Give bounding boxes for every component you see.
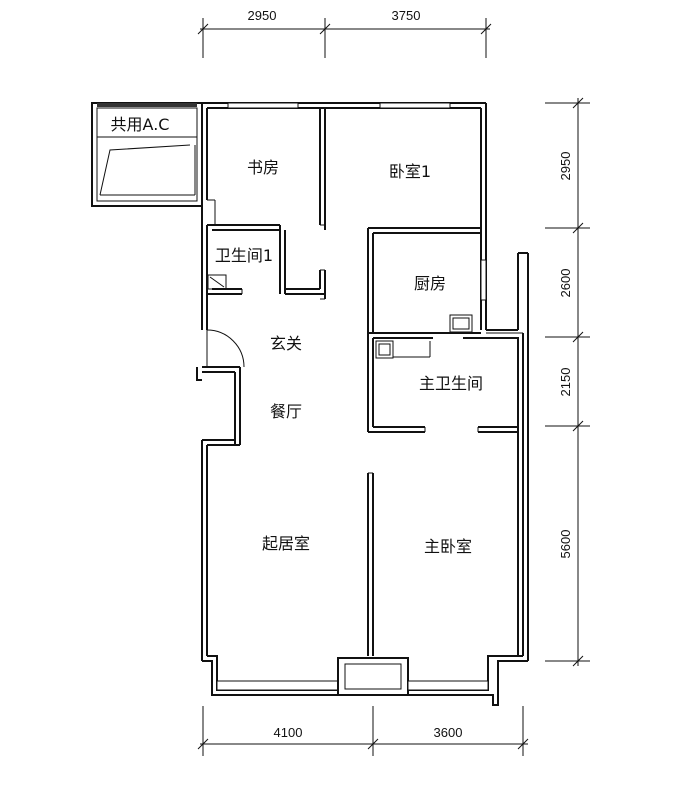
room-label-master-bath: 主卫生间 xyxy=(419,374,483,393)
room-label-living: 起居室 xyxy=(262,534,310,553)
room-label-master-bedroom: 主卧室 xyxy=(424,537,472,556)
master-bath-fixture xyxy=(375,340,431,359)
bath1-fixture xyxy=(207,274,227,290)
dim-top-1: 2950 xyxy=(248,8,277,23)
dim-top-2: 3750 xyxy=(392,8,421,23)
room-label-kitchen: 厨房 xyxy=(414,274,446,293)
room-label-bedroom1: 卧室1 xyxy=(389,162,431,181)
room-label-ac: 共用A.C xyxy=(111,115,170,134)
dim-right-1: 2950 xyxy=(558,152,573,181)
dim-right-4: 5600 xyxy=(558,530,573,559)
top-dimension: 2950 3750 xyxy=(197,8,492,58)
interior-walls xyxy=(207,108,518,656)
entry-door xyxy=(206,329,245,368)
dim-right-2: 2600 xyxy=(558,269,573,298)
kitchen-fixture xyxy=(449,314,473,333)
room-label-bath1: 卫生间1 xyxy=(215,246,273,265)
room-label-dining: 餐厅 xyxy=(270,402,302,421)
right-dimension: 2950 2600 2150 5600 xyxy=(545,97,590,667)
room-label-foyer: 玄关 xyxy=(270,334,302,353)
room-label-study: 书房 xyxy=(247,158,279,177)
dim-right-3: 2150 xyxy=(558,368,573,397)
bottom-dimension: 4100 3600 xyxy=(197,706,529,756)
dim-bottom-1: 4100 xyxy=(274,725,303,740)
dim-bottom-2: 3600 xyxy=(434,725,463,740)
outer-walls xyxy=(196,102,529,706)
